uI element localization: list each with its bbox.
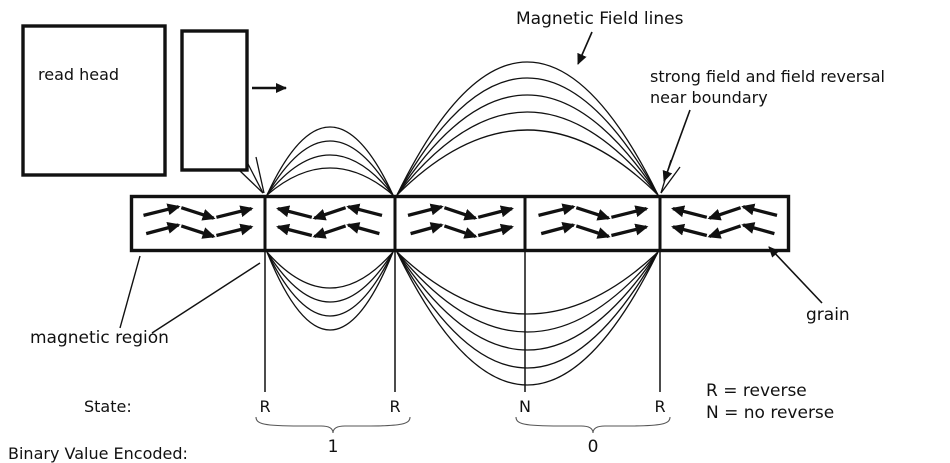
magnetic-region-pointer <box>151 262 261 334</box>
field-line-arc <box>266 126 394 196</box>
binary-value: 0 <box>588 437 599 457</box>
magnetic-region-pointer <box>119 255 141 329</box>
magnetization-arrow <box>707 224 742 239</box>
binary-row-label: Binary Value Encoded: <box>8 444 188 463</box>
magnetization-arrow <box>575 206 611 221</box>
magnetization-arrow <box>671 223 708 238</box>
read-head-box <box>21 24 167 177</box>
magnetization-arrows <box>143 203 778 239</box>
legend: R = reverse N = no reverse <box>706 381 834 423</box>
magnetization-arrow <box>611 205 649 219</box>
read-head-element-box <box>180 29 249 172</box>
field-line-arc <box>396 129 659 196</box>
field-line-arc <box>396 251 659 351</box>
legend-no-reverse: N = no reverse <box>706 403 834 423</box>
magnetization-arrow <box>538 203 576 218</box>
strong-field-label-line2: near boundary <box>650 88 768 107</box>
magnetization-arrow <box>410 222 444 236</box>
read-head-label: read head <box>38 65 119 84</box>
state-label: R <box>389 397 400 416</box>
read-head: read head <box>21 24 287 177</box>
boundary-lines <box>264 252 661 392</box>
field-line-arc <box>396 111 659 196</box>
strong-field-pointer-arrow <box>662 109 691 182</box>
state-row: State: R R N R <box>84 397 666 416</box>
medium-bar <box>129 194 791 253</box>
grain-label: grain <box>806 305 850 325</box>
field-spray-line <box>246 161 264 194</box>
state-row-label: State: <box>84 397 132 416</box>
field-line-arc <box>266 167 394 196</box>
binary-row: 1 0 Binary Value Encoded: <box>8 416 671 463</box>
magnetization-arrow <box>276 223 313 238</box>
field-line-arc <box>396 94 659 196</box>
field-lines-label: Magnetic Field lines <box>516 9 684 29</box>
magnetization-arrow <box>216 223 254 238</box>
field-line-arc <box>396 251 659 386</box>
strong-field-label-line1: strong field and field reversal <box>650 67 885 86</box>
magnetization-arrow <box>707 206 742 221</box>
state-label: N <box>519 397 531 416</box>
brace <box>255 416 411 434</box>
field-lines-pointer-arrow <box>577 31 593 65</box>
field-line-arc <box>266 251 394 317</box>
magnetization-arrow <box>145 222 181 236</box>
field-spray-line <box>238 169 264 194</box>
state-label: R <box>654 397 665 416</box>
magnetization-arrow <box>346 203 383 217</box>
field-line-arc <box>396 251 659 369</box>
magnetization-arrow <box>180 224 216 239</box>
magnetization-arrow <box>477 205 514 219</box>
magnetization-arrow <box>671 205 708 219</box>
field-line-arc <box>266 154 394 196</box>
magnetization-arrow <box>540 222 576 236</box>
state-label: R <box>259 397 270 416</box>
magnetization-arrow <box>611 223 649 238</box>
magnetization-arrow <box>276 205 313 219</box>
field-line-arc <box>396 251 659 333</box>
magnetization-arrow <box>477 223 514 238</box>
field-line-arc <box>396 77 659 196</box>
field-line-arc <box>266 251 394 331</box>
binary-value: 1 <box>328 437 339 457</box>
field-line-arc <box>396 251 659 315</box>
brace <box>515 416 671 434</box>
magnetization-arrow <box>575 224 611 239</box>
magnetization-arrow <box>180 206 216 221</box>
medium-outline <box>129 194 791 253</box>
magnetization-arrow <box>312 224 347 239</box>
field-line-arc <box>266 140 394 196</box>
magnetization-arrow <box>443 224 478 239</box>
magnetic-region-label: magnetic region <box>30 328 169 348</box>
field-line-arc <box>266 251 394 289</box>
magnetization-arrow <box>443 206 478 221</box>
magnetization-arrow <box>741 203 778 217</box>
annotations: Magnetic Field lines strong field and fi… <box>30 9 885 348</box>
magnetization-arrow <box>346 222 380 236</box>
grain-pointer-arrow <box>768 246 823 304</box>
magnetization-arrow <box>741 222 775 236</box>
magnetization-arrow <box>407 203 444 217</box>
field-line-arc <box>266 251 394 303</box>
magnetization-arrow <box>143 203 181 218</box>
legend-reverse: R = reverse <box>706 381 807 401</box>
magnetization-arrow <box>216 205 254 219</box>
magnetization-arrow <box>312 206 347 221</box>
field-line-arc <box>396 61 659 196</box>
field-spray-line <box>255 156 265 194</box>
